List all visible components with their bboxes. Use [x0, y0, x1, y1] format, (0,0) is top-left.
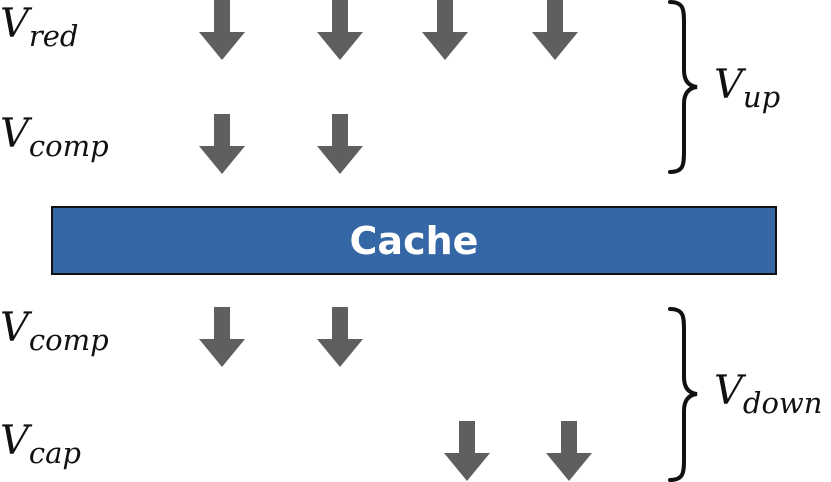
right-brace-icon	[668, 307, 698, 482]
v-comp-up-label: Vcomp	[0, 111, 109, 163]
cache-label: Cache	[349, 218, 479, 263]
down-arrow-icon	[444, 421, 490, 481]
cache-bar: Cache	[51, 206, 777, 275]
v-cap-label: Vcap	[0, 418, 81, 470]
v-up-label: Vup	[714, 62, 781, 114]
down-arrow-icon	[199, 0, 245, 60]
down-arrow-icon	[532, 0, 578, 60]
down-arrow-icon	[422, 0, 468, 60]
right-brace-icon	[668, 0, 698, 174]
down-arrow-icon	[199, 307, 245, 367]
v-red-label: Vred	[0, 1, 79, 53]
down-arrow-icon	[317, 307, 363, 367]
down-arrow-icon	[546, 421, 592, 481]
down-arrow-icon	[317, 114, 363, 174]
v-down-label: Vdown	[714, 368, 823, 420]
v-comp-down-label: Vcomp	[0, 305, 109, 357]
down-arrow-icon	[317, 0, 363, 60]
down-arrow-icon	[199, 114, 245, 174]
